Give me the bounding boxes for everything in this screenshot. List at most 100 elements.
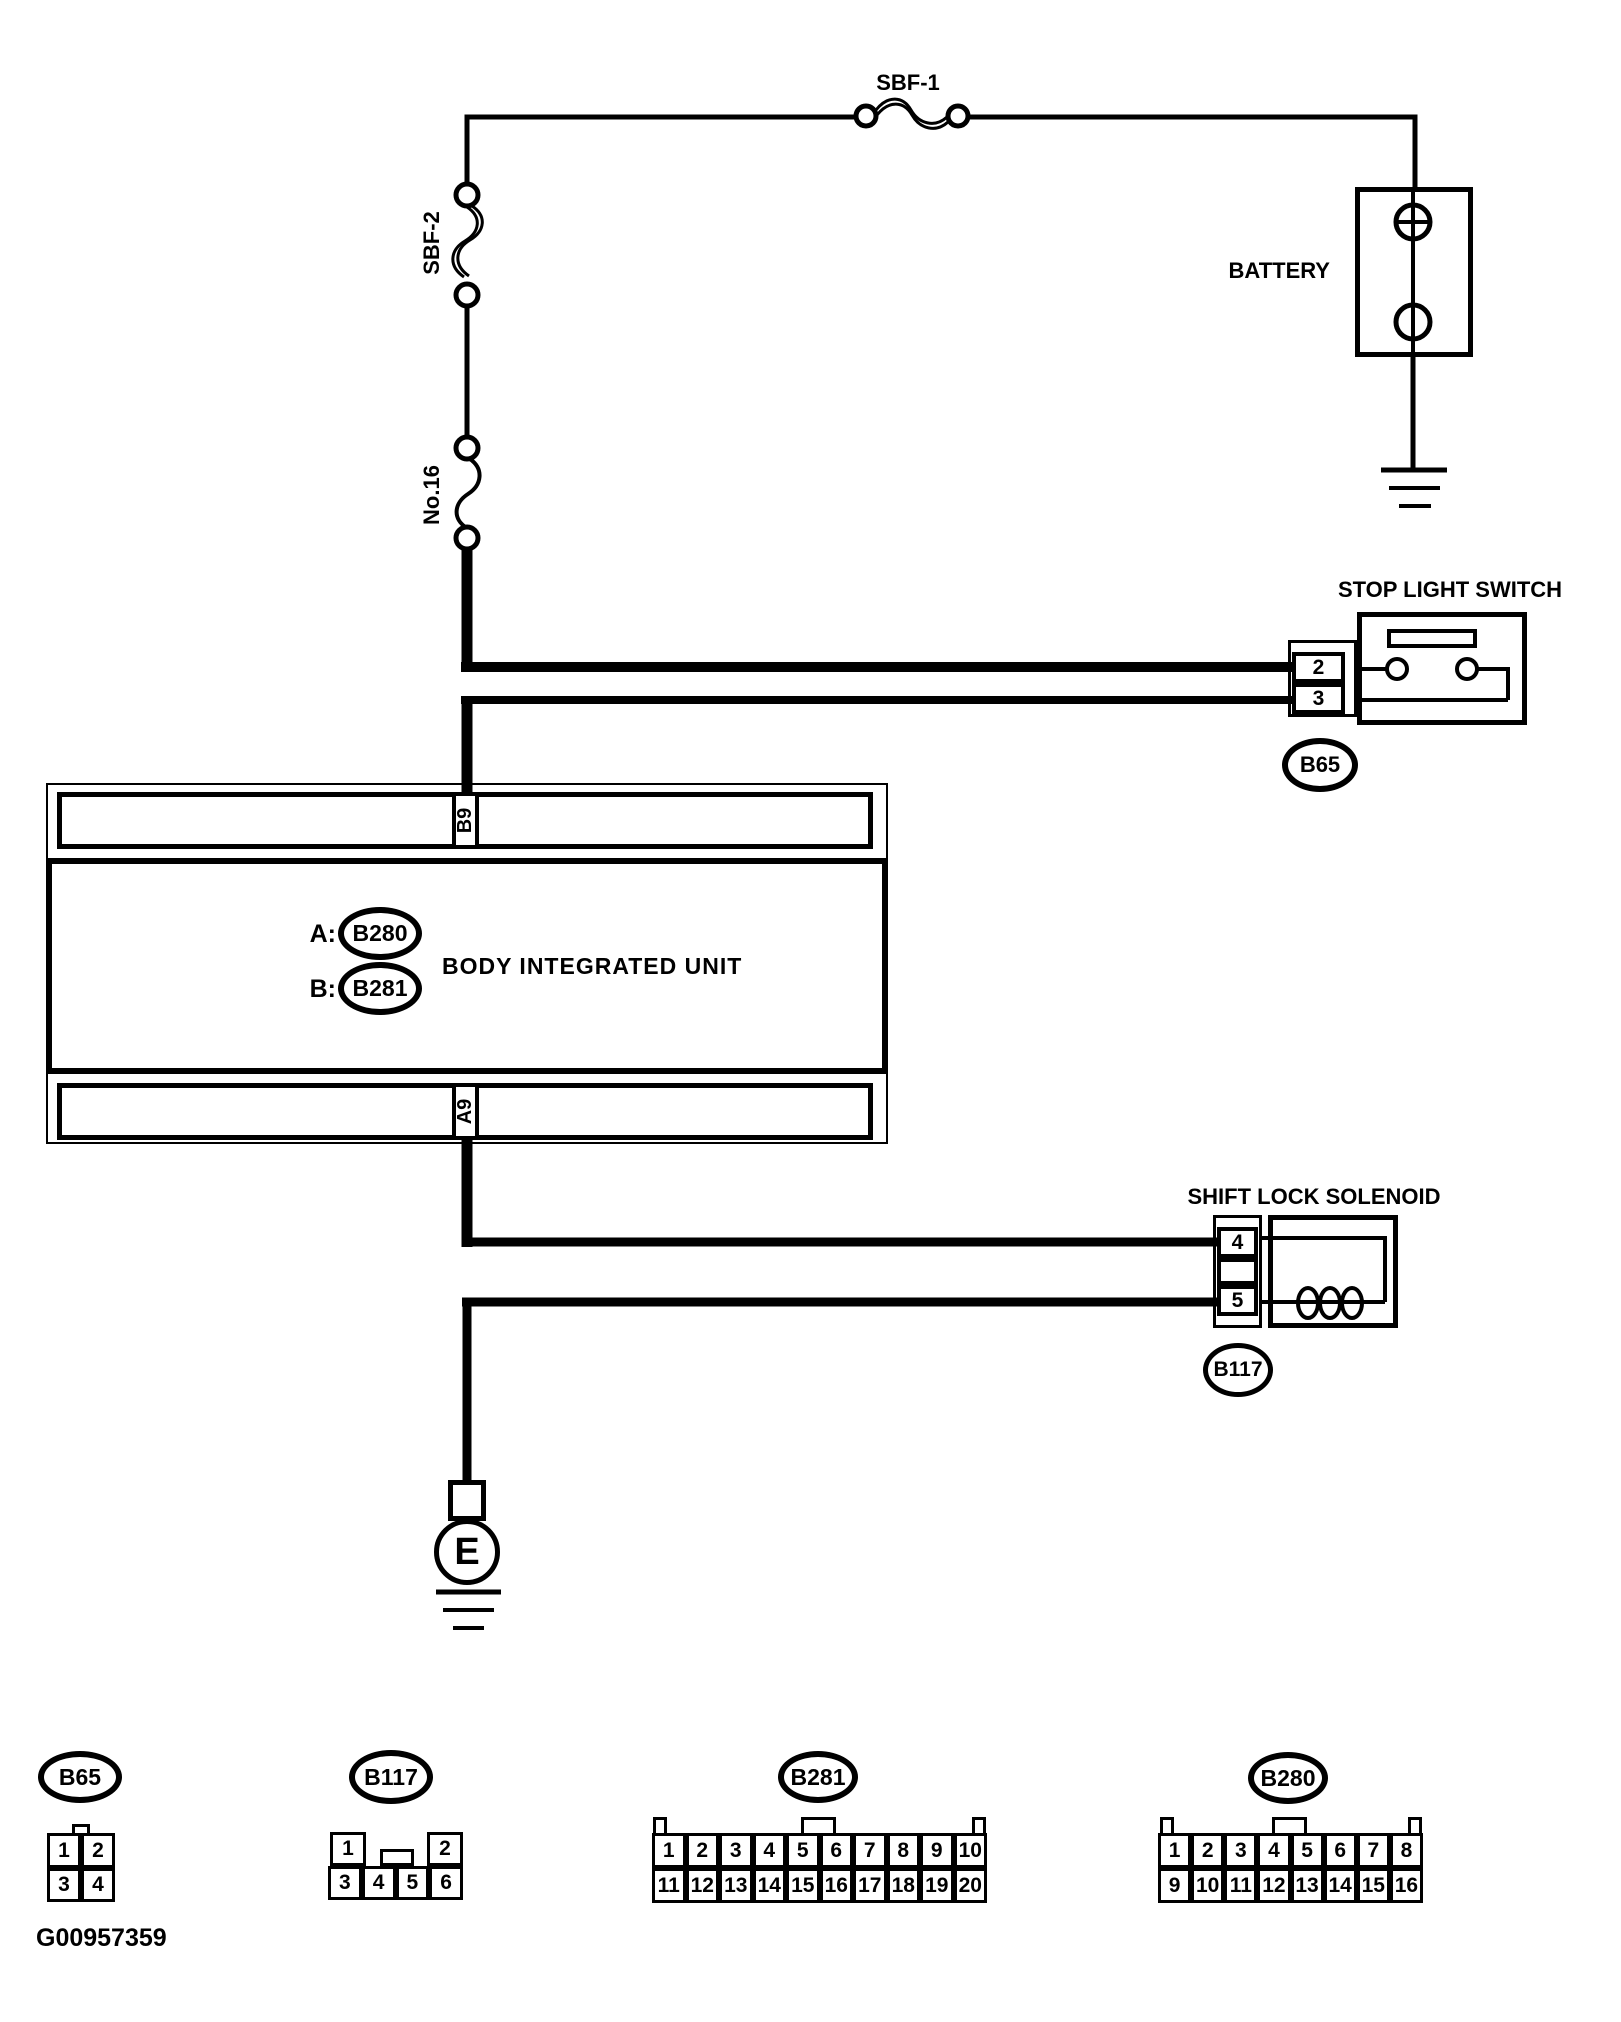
pin-cell: 11 bbox=[1224, 1868, 1258, 1903]
pin-cell: 10 bbox=[953, 1833, 987, 1868]
pin-cell: 8 bbox=[1389, 1833, 1423, 1868]
unit-connector-b-prefix: B: bbox=[309, 975, 336, 1003]
pinout-b117-ref: B117 bbox=[349, 1750, 433, 1804]
pinout-b65-ref: B65 bbox=[38, 1751, 122, 1803]
pin-cell: 15 bbox=[786, 1868, 820, 1903]
pin-cell: 17 bbox=[853, 1868, 887, 1903]
solenoid-coil-loop3 bbox=[1340, 1286, 1364, 1320]
body-integrated-unit-label: BODY INTEGRATED UNIT bbox=[442, 953, 743, 979]
wire-top-left bbox=[464, 114, 856, 183]
pin-cell: 2 bbox=[685, 1833, 719, 1868]
pin-cell: 16 bbox=[819, 1868, 853, 1903]
pinout-b117-pin2: 2 bbox=[427, 1832, 463, 1866]
fuse-no16-link bbox=[454, 457, 482, 530]
solenoid-internal-wire bbox=[1262, 1236, 1387, 1302]
solenoid-pin-5: 5 bbox=[1217, 1285, 1258, 1316]
switch-contact-wire-right bbox=[1477, 667, 1510, 700]
pin-cell: 8 bbox=[886, 1833, 920, 1868]
pin-cell: 2 bbox=[1191, 1833, 1225, 1868]
pin-cell: 18 bbox=[886, 1868, 920, 1903]
solenoid-box bbox=[1268, 1215, 1398, 1328]
fuse-sbf2-terminal-top bbox=[453, 181, 481, 209]
pin-cell: 5 bbox=[786, 1833, 820, 1868]
pin-cell: 7 bbox=[853, 1833, 887, 1868]
figure-id: G00957359 bbox=[36, 1924, 167, 1952]
switch-slider-bar bbox=[1387, 629, 1477, 648]
pin-cell: 16 bbox=[1389, 1868, 1423, 1903]
solenoid-pin-blank bbox=[1217, 1258, 1258, 1285]
ground-connector-box bbox=[448, 1480, 486, 1521]
switch-contact-left-icon bbox=[1385, 657, 1409, 681]
pinout-b117-pin1: 1 bbox=[330, 1832, 366, 1866]
pin-cell: 15 bbox=[1356, 1868, 1390, 1903]
pin-cell: 13 bbox=[719, 1868, 753, 1903]
fuse-sbf1-terminal-left bbox=[853, 103, 879, 129]
switch-pin-3: 3 bbox=[1292, 683, 1345, 714]
fuse-sbf1-terminal-right bbox=[945, 103, 971, 129]
switch-contact-right-icon bbox=[1455, 657, 1479, 681]
fuse-sbf1-link bbox=[874, 97, 949, 125]
pin-cell: 11 bbox=[652, 1868, 686, 1903]
switch-connector-housing bbox=[1288, 640, 1357, 717]
pin-cell: 14 bbox=[1323, 1868, 1357, 1903]
pin-cell: 5 bbox=[1290, 1833, 1324, 1868]
pinout-b117-notch bbox=[380, 1849, 414, 1866]
pin-cell: 1 bbox=[652, 1833, 686, 1868]
pin-cell: 4 bbox=[361, 1866, 396, 1900]
pin-cell: 4 bbox=[1257, 1833, 1291, 1868]
battery-negative-terminal-icon bbox=[1393, 302, 1433, 342]
fuse-no16-label: No.16 bbox=[419, 465, 444, 525]
fuse-sbf2-label: SBF-2 bbox=[419, 211, 444, 275]
pinout-b280-ref: B280 bbox=[1248, 1752, 1328, 1804]
pin-cell: 9 bbox=[920, 1833, 954, 1868]
solenoid-pin-4: 4 bbox=[1217, 1227, 1258, 1258]
terminal-a9-box bbox=[452, 1083, 479, 1140]
terminal-a9-label: A9 bbox=[454, 1098, 476, 1125]
terminal-b9-box bbox=[452, 792, 479, 849]
fuse-no16-terminal-top bbox=[453, 434, 481, 462]
pin-cell: 1 bbox=[1158, 1833, 1192, 1868]
ground-symbol: E bbox=[434, 1519, 500, 1585]
pin-cell: 3 bbox=[328, 1866, 362, 1900]
pinout-b281-ref: B281 bbox=[778, 1751, 858, 1803]
battery-label: BATTERY bbox=[1228, 258, 1330, 283]
pin-cell: 7 bbox=[1356, 1833, 1390, 1868]
unit-connector-a-ref: B280 bbox=[338, 907, 422, 960]
fuse-no16-terminal-bottom bbox=[453, 524, 481, 552]
pin-cell: 9 bbox=[1158, 1868, 1192, 1903]
pin-cell: 3 bbox=[719, 1833, 753, 1868]
pin-cell: 6 bbox=[429, 1866, 463, 1900]
pin-cell: 3 bbox=[47, 1868, 81, 1902]
battery-box bbox=[1355, 187, 1473, 357]
pin-cell: 4 bbox=[81, 1868, 115, 1902]
pin-cell: 20 bbox=[953, 1868, 987, 1903]
switch-pin-2: 2 bbox=[1292, 652, 1345, 683]
pin-cell: 12 bbox=[685, 1868, 719, 1903]
pin-cell: 5 bbox=[395, 1866, 430, 1900]
fuse-sbf2-terminal-bottom bbox=[453, 281, 481, 309]
pin-cell: 3 bbox=[1224, 1833, 1258, 1868]
pin-cell: 4 bbox=[752, 1833, 786, 1868]
wire-top-right bbox=[968, 114, 1418, 190]
pin-cell: 19 bbox=[920, 1868, 954, 1903]
fuse-sbf2-link2 bbox=[451, 205, 479, 279]
pin-cell: 13 bbox=[1290, 1868, 1324, 1903]
unit-connector-b-ref: B281 bbox=[338, 962, 422, 1015]
solenoid-connector-ref: B117 bbox=[1203, 1343, 1273, 1397]
pin-cell: 6 bbox=[1323, 1833, 1357, 1868]
pin-cell: 10 bbox=[1191, 1868, 1225, 1903]
pin-cell: 2 bbox=[81, 1833, 115, 1868]
stop-light-switch-box bbox=[1357, 612, 1527, 725]
pin-cell: 12 bbox=[1257, 1868, 1291, 1903]
unit-connector-a-prefix: A: bbox=[309, 920, 336, 948]
shift-lock-solenoid-label: SHIFT LOCK SOLENOID bbox=[1187, 1184, 1441, 1209]
